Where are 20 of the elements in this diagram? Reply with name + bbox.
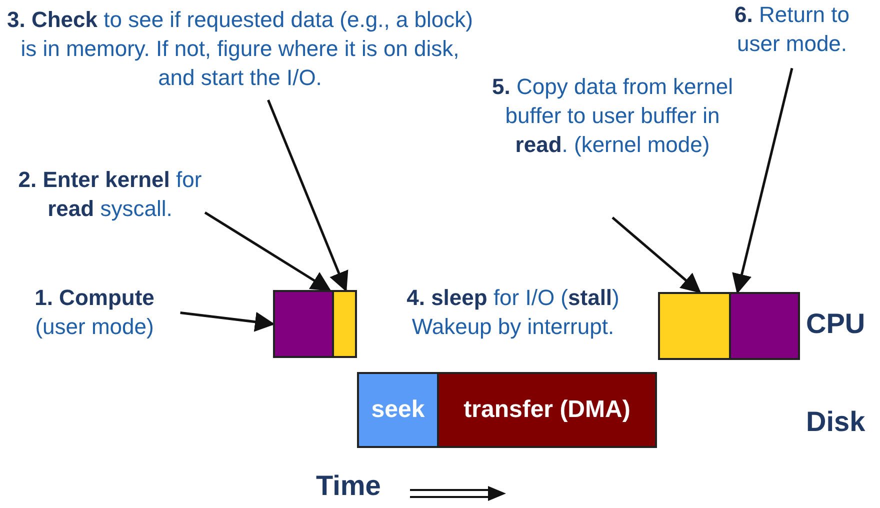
leader-arrow	[204, 211, 332, 292]
note-text: 4. sleep for I/O (stall) Wakeup by interrupt.	[406, 284, 620, 341]
leader-arrow	[732, 68, 794, 294]
step-caption: 3. Check to see if requested data (e.g., a block) is in memory. If not, figure where it is on disk, and start the I/O.	[5, 5, 475, 105]
timeline-block	[658, 292, 731, 360]
leader-arrow	[267, 100, 348, 292]
timeline-block	[273, 290, 334, 358]
leader-arrow	[180, 311, 275, 332]
timeline-block	[332, 290, 357, 358]
timeline-bar: transfer (DMA)	[437, 372, 657, 448]
row-label: Disk	[806, 406, 866, 438]
axis-label: Time	[316, 470, 381, 502]
timeline-block	[729, 292, 800, 360]
row-label: CPU	[806, 308, 866, 340]
step-caption: 6. Return to user mode.	[712, 0, 872, 62]
leader-arrow	[612, 216, 702, 294]
timeline-bar: seek	[357, 372, 439, 448]
step-caption: 1. Compute (user mode)	[12, 283, 177, 349]
step-caption: 5. Copy data from kernel buffer to user buffer in read. (kernel mode)	[480, 72, 745, 212]
step-caption: 2. Enter kernel for read syscall.	[15, 165, 205, 231]
